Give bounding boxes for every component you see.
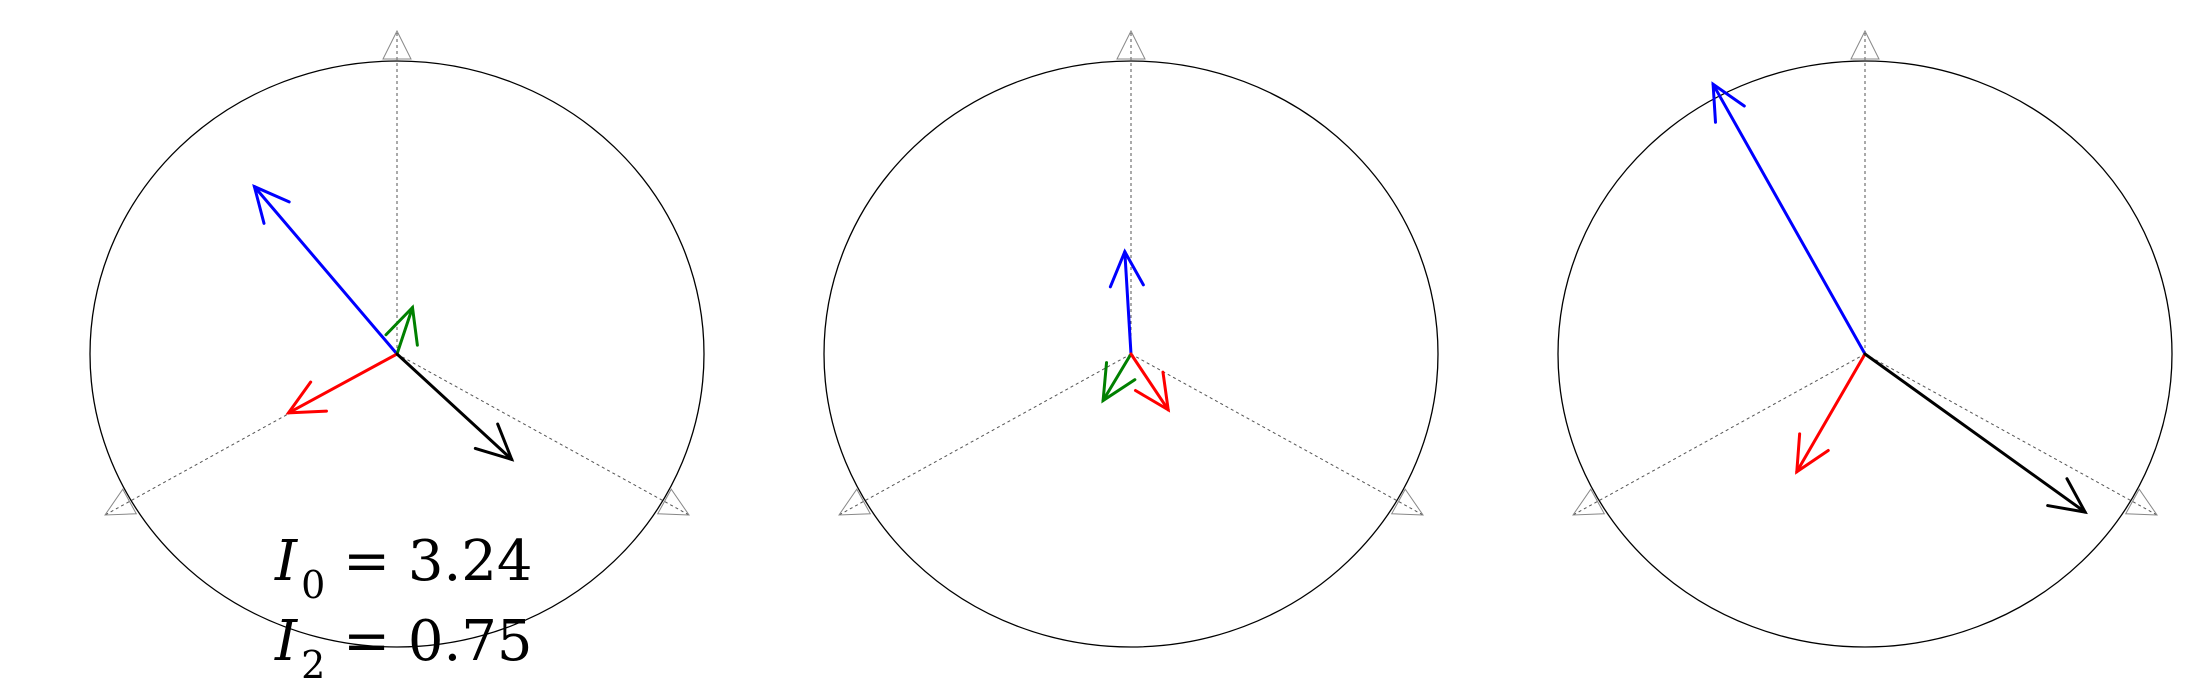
vector-red [1795,352,1867,474]
guide-axis [396,353,690,516]
arrowhead-black [473,422,515,462]
outer-circle [823,60,1439,648]
axis-triangle-marker [1572,488,1606,516]
guide-axis [1864,353,2158,516]
axis-triangle-marker [104,488,138,516]
vector-green [1101,352,1133,402]
axis-triangle-marker [656,488,690,516]
arrowhead-green [384,304,419,347]
vector-black [1863,352,2087,514]
axis-triangle-marker [2124,488,2158,516]
guide-axis [1572,353,1866,516]
arrowhead-red [1795,432,1830,475]
arrowhead-red [1133,370,1171,413]
arrowhead-red [285,380,328,415]
arrowhead-blue [252,183,291,225]
axis-triangle-marker [1850,29,1880,60]
axis-triangle-marker [1116,29,1146,60]
panel-left [89,29,705,648]
vector-blue [252,185,399,356]
axis-triangle-marker [382,29,412,60]
vector-blue [1711,82,1867,356]
vector-red [1129,352,1170,412]
outer-circle [1557,60,2173,648]
panel-right [1557,29,2173,648]
vector-blue [1123,250,1133,356]
vector-green [395,306,414,356]
vector-black [395,352,514,461]
vector-red [287,352,399,415]
arrowhead-black [2046,477,2088,515]
arrowhead-blue [1108,248,1145,289]
axis-triangle-marker [1390,488,1424,516]
arrowhead-blue [1711,81,1746,124]
panel-middle [823,29,1439,648]
axis-triangle-marker [838,488,872,516]
guide-axis [1130,353,1424,516]
outer-circle [89,60,705,648]
guide-axis [838,353,1132,516]
arrowhead-green [1101,361,1137,404]
